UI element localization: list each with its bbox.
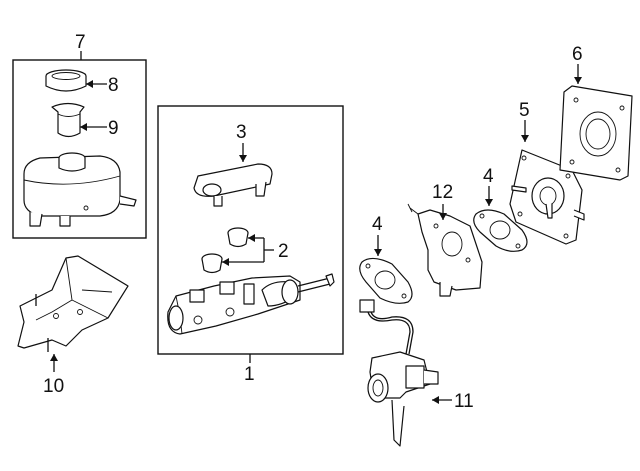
callout-10: 10 (43, 376, 64, 397)
grommet-lower (201, 253, 223, 274)
callout-5: 5 (519, 100, 530, 121)
reservoir-group-box (12, 59, 147, 239)
callout-1: 1 (244, 364, 255, 385)
reservoir-strainer (51, 102, 85, 138)
mounting-plate (407, 203, 483, 297)
callout-2: 2 (278, 241, 289, 262)
callout-11: 11 (454, 391, 474, 412)
grommet-upper (227, 227, 249, 248)
booster-plate (509, 149, 585, 245)
reservoir-connector (193, 163, 273, 207)
brake-fluid-reservoir (23, 152, 137, 227)
callout-4-left: 4 (372, 214, 383, 235)
reservoir-cap (45, 69, 87, 92)
booster-gasket (559, 85, 633, 181)
callout-7: 7 (75, 32, 86, 53)
callout-6: 6 (572, 44, 583, 65)
pressure-sensor (367, 351, 439, 447)
callout-4-right: 4 (483, 166, 494, 187)
gasket-right (473, 209, 528, 252)
master-cylinder (167, 273, 335, 335)
callout-3: 3 (236, 122, 247, 143)
callout-12: 12 (432, 182, 453, 203)
reservoir-bracket (17, 255, 129, 352)
gasket-left (359, 257, 413, 304)
callout-8: 8 (108, 75, 119, 96)
pressure-sensor-harness (359, 299, 414, 355)
callout-9: 9 (108, 118, 119, 139)
